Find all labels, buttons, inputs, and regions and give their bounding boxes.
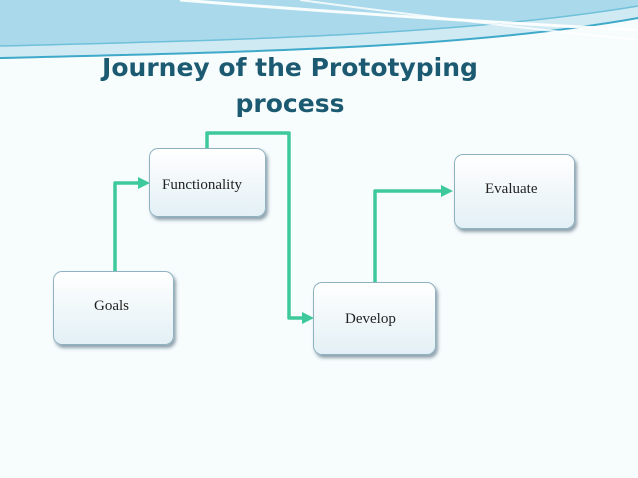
header-swoosh-decoration xyxy=(0,0,638,59)
node-goals: Goals xyxy=(53,271,174,345)
slide-title-line-1: Journey of the Prototyping xyxy=(102,53,478,82)
connector-develop-to-evaluate xyxy=(373,189,443,282)
node-develop-label: Develop xyxy=(345,311,396,327)
connector-goals-to-functionality xyxy=(113,181,140,271)
slide-title: Journey of the Prototyping process xyxy=(60,50,520,122)
arrowhead-develop xyxy=(302,312,314,324)
node-functionality: Functionality xyxy=(149,148,266,217)
arrowhead-functionality xyxy=(138,177,150,189)
node-evaluate: Evaluate xyxy=(454,154,575,229)
node-goals-label: Goals xyxy=(94,298,129,314)
connector-functionality-to-develop xyxy=(205,131,304,320)
node-evaluate-label: Evaluate xyxy=(485,181,538,197)
node-develop: Develop xyxy=(313,282,436,355)
arrowhead-evaluate xyxy=(441,185,453,197)
slide-title-line-2: process xyxy=(235,89,345,118)
node-functionality-label: Functionality xyxy=(162,177,242,193)
